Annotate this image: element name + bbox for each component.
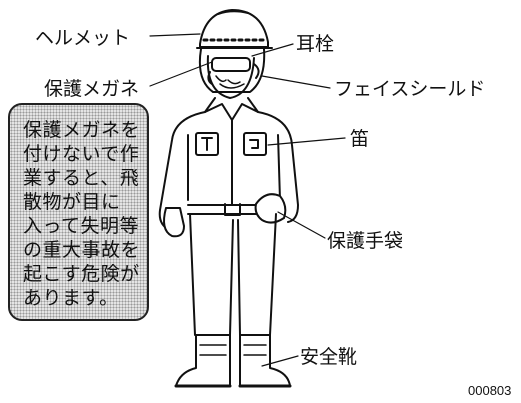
label-whistle: 笛 [350, 128, 370, 150]
warning-line: あります。 [23, 287, 119, 309]
warning-line: 起こす危険が [23, 263, 140, 285]
figure-id: 000803 [468, 383, 512, 398]
label-safety-boots: 安全靴 [300, 346, 358, 368]
warning-line: 付けないで作 [23, 143, 140, 165]
warning-line: 業すると、飛 [23, 167, 140, 189]
warning-line: の重大事故を [23, 239, 141, 261]
warning-line: 入って失明等 [23, 215, 140, 237]
head-drawing [206, 55, 260, 99]
label-helmet: ヘルメット [35, 27, 131, 49]
warning-line: 保護メガネを [23, 119, 141, 141]
label-gloves: 保護手袋 [327, 230, 404, 252]
gloves-drawing [163, 193, 287, 238]
legs-drawing [189, 213, 277, 336]
label-goggles: 保護メガネ [44, 78, 140, 100]
label-earplug: 耳栓 [296, 33, 335, 55]
leader-lines [149, 33, 346, 367]
safety-boots-drawing [174, 334, 292, 388]
warning-line: 散物が目に [23, 191, 121, 213]
warning-box: 保護メガネを 付けないで作 業すると、飛 散物が目に 入って失明等 の重大事故を… [8, 103, 149, 321]
helmet-drawing [196, 9, 273, 49]
label-face-shield: フェイスシールド [334, 78, 486, 100]
